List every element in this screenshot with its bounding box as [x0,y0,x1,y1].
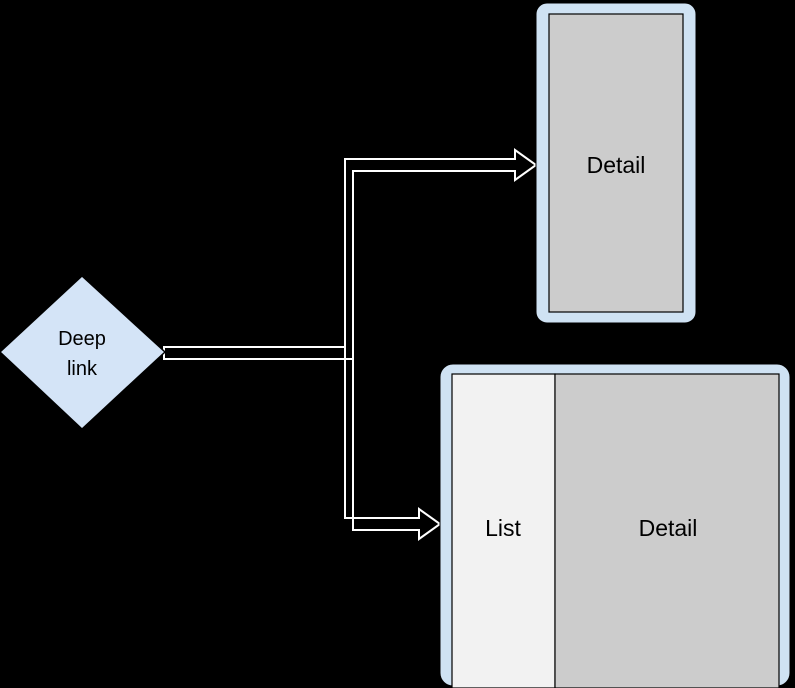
phone-detail-label: Detail [587,152,646,178]
phone-screen-detail-pane [548,13,684,313]
node-phone-detail[interactable]: Detail [535,2,697,324]
tablet-detail-pane [554,373,780,688]
node-deep-link[interactable]: Deep link [0,274,167,431]
edge-deep-link-to-phone[interactable] [163,148,538,360]
tablet-list-label: List [485,515,521,541]
diamond-shape [0,274,167,431]
deep-link-label-line1: Deep [58,328,106,350]
deep-link-label-line2: link [67,358,98,380]
edge-deep-link-to-tablet[interactable] [163,346,442,541]
edge-path-tablet [163,346,442,541]
edge-path-phone [163,148,538,360]
tablet-detail-label: Detail [639,515,698,541]
node-tablet-list-detail[interactable]: List Detail [439,363,791,688]
